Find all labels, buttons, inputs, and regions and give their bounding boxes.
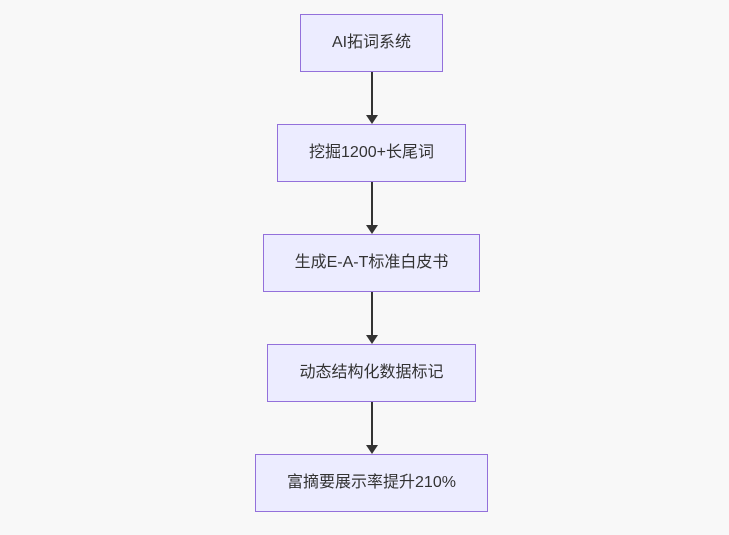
arrow-line [370,292,373,338]
flow-node-structured-data-markup: 动态结构化数据标记 [267,344,476,402]
arrowhead-down-icon [365,225,378,234]
flow-node-eat-whitepaper: 生成E-A-T标准白皮书 [262,234,481,292]
arrow-line [370,402,373,448]
flowchart-canvas: AI拓词系统 挖掘1200+长尾词 生成E-A-T标准白皮书 动态结构化数据标记… [255,14,488,512]
arrow-line [370,182,373,228]
flow-node-longtail-mining: 挖掘1200+长尾词 [277,124,466,182]
arrow-line [370,72,373,118]
flow-arrow-2 [365,182,378,234]
flow-arrow-1 [365,72,378,124]
arrowhead-down-icon [365,335,378,344]
arrowhead-down-icon [365,115,378,124]
flow-arrow-3 [365,292,378,344]
flow-node-rich-snippet-result: 富摘要展示率提升210% [255,454,488,512]
flowchart-column: AI拓词系统 挖掘1200+长尾词 生成E-A-T标准白皮书 动态结构化数据标记… [255,14,488,512]
flow-arrow-4 [365,402,378,454]
arrowhead-down-icon [365,445,378,454]
flow-node-ai-keyword-system: AI拓词系统 [299,14,444,72]
